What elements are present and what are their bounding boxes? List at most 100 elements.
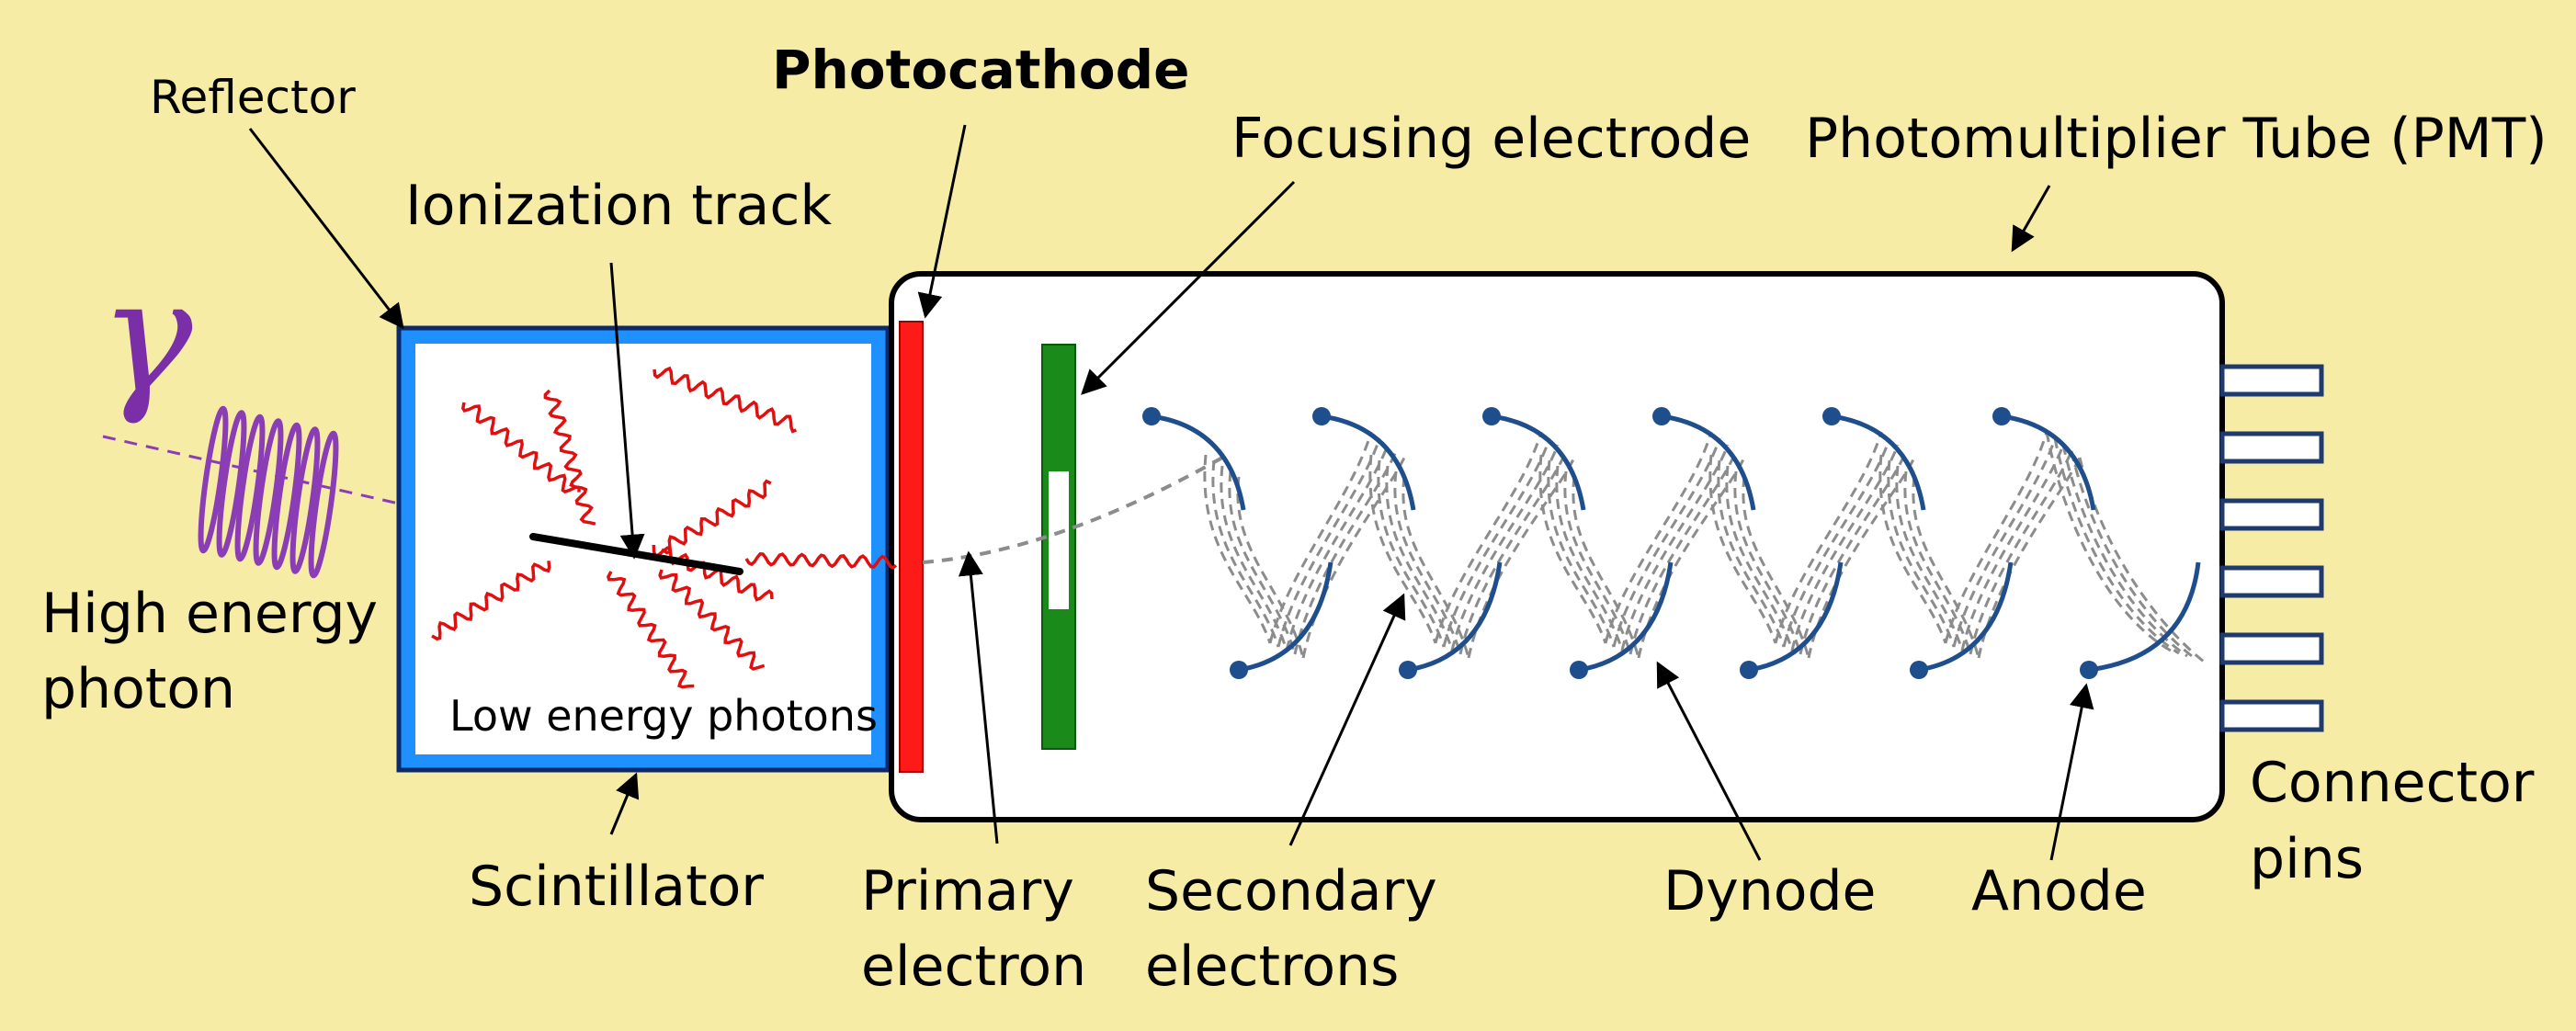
photon-wave-loop — [198, 405, 229, 554]
secondary-electron-path — [1628, 450, 1738, 655]
low-energy-photon-wave — [661, 479, 772, 555]
dynodes — [1142, 407, 2201, 679]
secondary-electron-path — [1782, 437, 1891, 648]
anode-arc — [2088, 561, 2201, 673]
low-energy-photon-wave — [431, 561, 551, 641]
secondary-electron-path — [1393, 470, 1462, 655]
dynode-arc — [1831, 414, 1926, 511]
dynode-terminal — [1740, 661, 1758, 679]
dynode-arc — [1238, 561, 1333, 673]
secondary-electron-path — [1774, 431, 1883, 644]
focusing-electrode-label: Focusing electrode — [1231, 107, 1751, 171]
high-energy-photon-label-line1: High energy — [41, 582, 378, 646]
secondary-electron-path — [1555, 465, 1624, 651]
dynode-arc — [1748, 561, 1844, 673]
secondary-electron-path — [1228, 470, 1297, 655]
ionization-track-label: Ionization track — [405, 174, 832, 238]
dynode-terminal — [1822, 407, 1841, 425]
connector-pins-label-line2: pins — [2250, 827, 2364, 891]
anode-label: Anode — [1971, 859, 2147, 923]
dynode-arc — [1661, 414, 1756, 511]
dynode-label: Dynode — [1663, 859, 1876, 923]
reflector-label: Reflector — [150, 71, 356, 124]
dynode-terminal — [1312, 407, 1331, 425]
secondary-electron-path — [1563, 470, 1632, 655]
dynode-terminal — [1652, 407, 1671, 425]
dynode-arc — [1407, 561, 1503, 673]
secondary-electrons-label-line2: electrons — [1145, 935, 1399, 999]
secondary-electron-path — [1733, 470, 1802, 655]
dynode-terminal — [1230, 661, 1248, 679]
focusing-electrode-aperture — [1049, 471, 1069, 609]
dynode-arc — [1918, 561, 2014, 673]
photon-wave-loop — [289, 426, 321, 574]
photon-wave-icon — [198, 405, 339, 579]
dynode-terminal — [1910, 661, 1928, 679]
pmt-tube — [889, 271, 2225, 822]
connector-pin — [2219, 498, 2324, 531]
connector-pin — [2219, 364, 2324, 397]
secondary-electron-path — [2061, 444, 2188, 658]
low-energy-photon-wave — [460, 402, 581, 494]
secondary-electron-path — [1442, 437, 1551, 648]
secondary-electron-path — [1268, 431, 1373, 644]
secondary-electron-path — [1612, 437, 1721, 648]
photon-wave-loop — [308, 430, 339, 579]
photon-wave-loop — [271, 422, 302, 571]
secondary-electron-path — [2070, 450, 2196, 661]
connector-pins-label-line1: Connector — [2250, 751, 2535, 815]
low-energy-photon-waves — [431, 366, 798, 689]
secondary-electron-path — [1912, 476, 1980, 659]
primary-electron-path — [922, 456, 1223, 564]
dynode-arc — [1321, 414, 1416, 511]
connector-pin — [2219, 431, 2324, 464]
photocathode — [899, 321, 924, 773]
secondary-electron-path — [1458, 450, 1568, 655]
secondary-electron-path — [1220, 465, 1288, 651]
low-energy-photon-wave — [653, 366, 798, 434]
secondary-electron-path — [1401, 476, 1470, 659]
dynode-terminal — [1570, 661, 1588, 679]
photon-wave-loop — [216, 410, 247, 558]
secondary-electron-path — [1203, 454, 1272, 644]
primary-electron-label-line1: Primary — [861, 859, 1074, 923]
secondary-electrons-label-line1: Secondary — [1145, 859, 1437, 923]
secondary-electron-path — [1725, 465, 1794, 651]
secondary-electron-path — [1895, 465, 1964, 651]
secondary-electron-path — [1952, 437, 2057, 648]
anode-terminal — [2080, 661, 2098, 679]
secondary-electron-path — [1903, 470, 1972, 655]
dynode-terminal — [1482, 407, 1501, 425]
light-transfer-wave — [744, 551, 898, 571]
dynode-terminal — [1142, 407, 1161, 425]
low-energy-photons-label: Low energy photons — [449, 691, 878, 741]
secondary-electron-path — [1547, 459, 1616, 648]
secondary-electron-path — [1538, 454, 1607, 644]
high-energy-photon-label-line2: photon — [41, 657, 235, 721]
low-energy-photon-wave — [658, 569, 766, 671]
connector-pin — [2219, 565, 2324, 598]
secondary-electron-path — [1887, 459, 1956, 648]
gamma-symbol: γ — [99, 246, 193, 428]
secondary-electron-path — [1742, 476, 1810, 659]
secondary-electron-path — [1385, 465, 1454, 651]
secondary-electron-path — [2045, 431, 2172, 652]
photon-wave-loop — [234, 414, 266, 562]
dynode-terminal — [1399, 661, 1417, 679]
low-energy-photon-wave — [543, 389, 596, 526]
photocathode-label: Photocathode — [772, 39, 1189, 101]
dynode-arc — [1578, 561, 1674, 673]
secondary-electron-path — [1211, 459, 1280, 648]
secondary-electron-path — [1434, 431, 1543, 644]
low-energy-photon-wave — [607, 571, 695, 689]
connector-pin — [2219, 699, 2324, 732]
secondary-electron-path — [1717, 459, 1786, 648]
dynode-arc — [1491, 414, 1586, 511]
connector-pins — [2219, 364, 2324, 732]
secondary-electron-path — [1799, 450, 1908, 655]
secondary-electron-path — [1969, 450, 2073, 655]
secondary-electron-path — [1368, 454, 1437, 644]
secondary-electron-path — [1604, 431, 1713, 644]
connector-pin — [2219, 632, 2324, 665]
